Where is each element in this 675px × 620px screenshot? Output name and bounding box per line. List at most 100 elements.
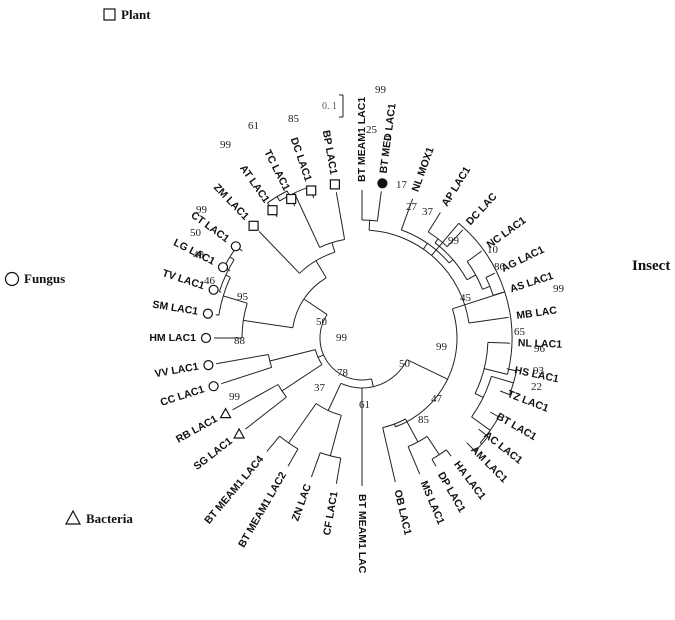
scale-bar-line: [339, 94, 344, 118]
clade-arc: [434, 242, 468, 281]
circle-icon: [4, 271, 20, 287]
leaf-branch: [427, 212, 441, 233]
internal-branch: [426, 436, 440, 455]
leaf-label: AP LAC1: [439, 164, 473, 208]
leaf-label: NL MOX1: [410, 145, 437, 193]
bootstrap-value: 45: [460, 292, 472, 304]
bootstrap-value: 61: [248, 120, 259, 132]
tree-branches: [214, 186, 517, 486]
legend-bacteria: Bacteria: [64, 509, 133, 526]
clade-arc: [319, 314, 372, 381]
bootstrap-value: 99: [448, 235, 460, 247]
group-label-insect: Insect: [632, 258, 670, 274]
internal-branch: [474, 393, 484, 398]
leaf-branch: [431, 458, 437, 467]
circle-icon: [230, 241, 241, 252]
leaf-label: TC LAC1: [261, 148, 292, 193]
leaf-label: TV LAC1: [161, 267, 206, 292]
internal-branch: [484, 368, 508, 375]
internal-branch: [243, 319, 293, 329]
legend-fungus: Fungus: [4, 271, 65, 287]
internal-branch: [371, 378, 374, 387]
leaf-label: MB LAC: [516, 304, 559, 322]
clade-arc: [267, 190, 288, 204]
square-icon: [103, 8, 116, 21]
leaf-branch: [215, 314, 219, 316]
clade-arc: [279, 435, 299, 450]
leaf-branch: [245, 396, 287, 430]
clade-arc: [382, 418, 406, 429]
leaf-branch: [221, 366, 272, 385]
internal-branch: [329, 415, 342, 456]
bootstrap-value: 99: [436, 341, 448, 353]
internal-branch: [269, 349, 316, 362]
leaf-branch: [335, 192, 346, 240]
internal-branch: [281, 364, 323, 392]
bootstrap-value: 78: [337, 367, 349, 379]
clade-arc: [292, 277, 327, 328]
internal-branch: [491, 375, 514, 384]
leaf-branch: [232, 384, 279, 411]
legend-fungus-label: Fungus: [24, 271, 65, 286]
leaf-branch: [489, 411, 500, 418]
leaf-label: AT LAC1: [237, 163, 272, 206]
leaf-branch: [400, 198, 414, 231]
leaf-label: CC LAC1: [159, 383, 206, 409]
bootstrap-value: 7: [385, 134, 391, 146]
internal-branch: [422, 243, 428, 250]
bootstrap-value: 65: [514, 326, 526, 338]
internal-branch: [331, 242, 336, 253]
leaf-branch: [216, 354, 269, 365]
circle-icon: [200, 332, 212, 344]
leaf-label: ZN LAC: [290, 482, 315, 523]
clade-arc: [431, 449, 447, 460]
internal-branch: [448, 259, 454, 264]
circle-icon: [208, 284, 219, 295]
bootstrap-value: 37: [314, 382, 326, 394]
bootstrap-value: 25: [366, 124, 378, 136]
internal-branch: [225, 274, 231, 278]
leaf-label: AG LAC1: [499, 244, 546, 275]
clade-arc: [299, 251, 336, 274]
leaf-branch: [407, 446, 421, 475]
legend-plant-label: Plant: [121, 7, 151, 22]
leaf-branch: [335, 458, 342, 484]
bootstrap-value: 88: [234, 335, 246, 347]
leaf-label: TZ LAC1: [506, 388, 551, 415]
internal-branch: [293, 192, 321, 248]
leaf-branch: [258, 231, 300, 274]
square-icon: [248, 220, 259, 231]
leaf-label: BP LAC1: [320, 129, 340, 175]
leaf-label: AS LAC1: [508, 270, 555, 295]
bootstrap-value: 86: [494, 261, 506, 273]
bootstrap-value: 50: [316, 316, 328, 328]
leaf-branch: [493, 291, 503, 296]
bootstrap-value: 95: [237, 291, 249, 303]
leaf-branch: [310, 452, 321, 478]
internal-branch: [303, 298, 328, 316]
leaf-branch: [266, 435, 281, 452]
clade-arc: [401, 229, 450, 264]
leaf-label: BT MEAM1 LAC: [356, 494, 368, 574]
bootstrap-value: 46: [204, 275, 216, 287]
internal-branch: [229, 256, 235, 261]
bootstrap-value: 99: [220, 139, 232, 151]
leaf-label: OB LAC1: [391, 489, 413, 537]
bootstrap-value: 99: [196, 204, 208, 216]
circle-icon: [203, 360, 214, 371]
bootstrap-value: 85: [418, 414, 430, 426]
leaf-label: BT MEAM1 LAC1: [356, 97, 368, 182]
square-icon: [306, 185, 317, 196]
clade-arc: [277, 384, 287, 398]
clade-arc: [471, 376, 492, 418]
internal-branch: [434, 238, 439, 244]
legend-bacteria-label: Bacteria: [86, 511, 133, 526]
internal-branch: [327, 383, 342, 411]
clade-arc: [466, 261, 483, 290]
bootstrap-value: 93: [533, 365, 545, 377]
internal-branch: [482, 285, 491, 290]
leaf-label: SM LAC1: [152, 299, 200, 318]
internal-branch: [276, 196, 281, 202]
